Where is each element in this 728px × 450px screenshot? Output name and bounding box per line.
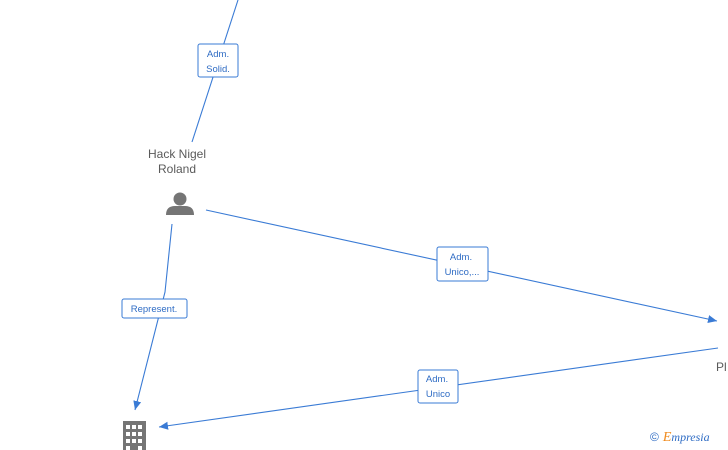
edge-label-middle[interactable]: Adm. Unico,...	[436, 246, 489, 282]
edge-label-left-line1: Represent.	[131, 304, 177, 315]
edge-label-bottom[interactable]: Adm. Unico	[417, 369, 459, 404]
edge-label-middle-line2: Unico,...	[445, 267, 480, 278]
brand-name: mpresia	[671, 430, 710, 444]
building-icon[interactable]	[123, 421, 146, 450]
brand-initial: E	[662, 430, 672, 445]
person-name-line1: Hack Nigel	[147, 147, 207, 161]
edge-person-to-company	[133, 223, 173, 411]
edge-label-middle-line1: Adm.	[450, 252, 472, 263]
empresia-watermark: ©Empresia	[650, 430, 710, 446]
person-name[interactable]: Hack Nigel Roland	[132, 147, 222, 177]
person-icon[interactable]	[166, 192, 194, 216]
person-name-line2: Roland	[157, 162, 197, 176]
copyright-symbol: ©	[650, 430, 659, 444]
edge-label-top[interactable]: Adm. Solid.	[197, 43, 239, 78]
edge-label-left[interactable]: Represent.	[121, 298, 188, 319]
edge-label-top-line1: Adm.	[207, 49, 229, 60]
edge-label-top-line2: Solid.	[206, 64, 230, 75]
edge-label-bottom-line2: Unico	[426, 389, 450, 400]
right-node-label[interactable]: Pl	[716, 360, 727, 374]
edge-label-bottom-line1: Adm.	[426, 374, 448, 385]
